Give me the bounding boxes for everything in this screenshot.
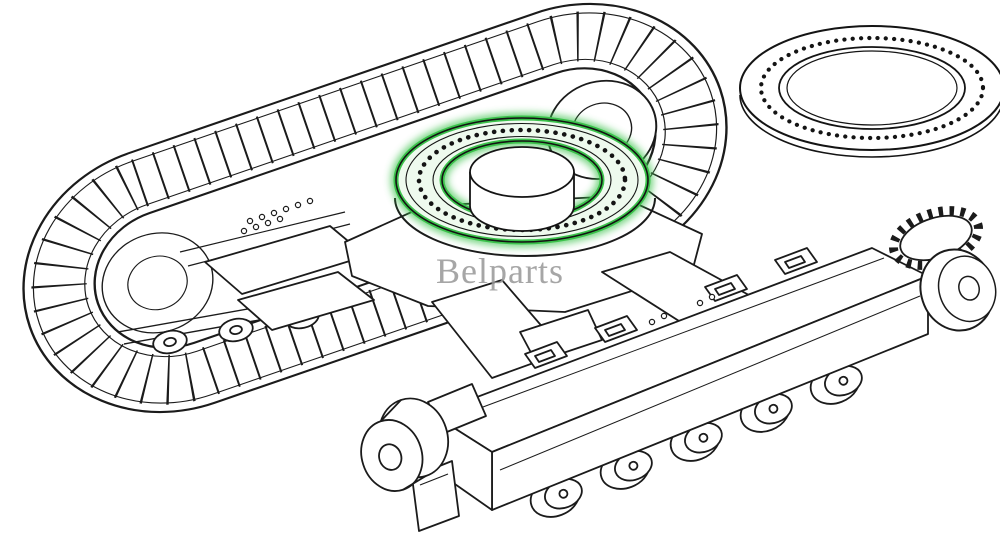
track-roller-axle [698, 432, 709, 443]
track-roller-axle [628, 460, 639, 471]
bolt [282, 205, 290, 213]
bolt [252, 223, 260, 231]
bracket-clamps [524, 247, 818, 369]
bracket-clamp-slot [534, 349, 556, 363]
front-idler [360, 397, 449, 492]
idler-hub [378, 443, 403, 471]
slew-ring-highlighted [391, 113, 653, 247]
spare-ring-outer-edge [739, 25, 1000, 151]
spare-ring-inner-step [786, 50, 958, 126]
bolt [264, 219, 272, 227]
mount-plate-slot [419, 473, 449, 486]
left-end-link-hub [127, 255, 188, 311]
bracket-clamp-slot [784, 255, 806, 269]
spare-ring-bolt-circle [758, 35, 986, 141]
bottom-rollers [152, 304, 320, 355]
bottom-roller-hub [163, 336, 177, 348]
bolt [270, 209, 278, 217]
bolt [240, 227, 248, 235]
bottom-roller-hub [229, 324, 243, 336]
bolt [246, 217, 254, 225]
track-roller-axle [558, 488, 569, 499]
center-cylinder-top [469, 146, 575, 198]
bolt [258, 213, 266, 221]
bolt [660, 312, 668, 320]
slew-ring-spare [739, 25, 1000, 158]
spare-ring-inner-edge [778, 46, 966, 130]
carbody-leg-left-bottom [237, 271, 375, 331]
track-roller-axle [838, 375, 849, 386]
bolt-row [240, 197, 314, 235]
bolt [648, 318, 656, 326]
bolt [708, 293, 716, 301]
bolt [306, 197, 314, 205]
side-frame [411, 247, 929, 532]
idler-tangent-lines [380, 399, 427, 491]
watermark-text: Belparts [436, 251, 564, 291]
track-roller-axle [768, 403, 779, 414]
side-frame-front-inner-line [499, 295, 921, 471]
beam-bolts [648, 293, 716, 326]
sprocket-hub [958, 275, 980, 301]
slew-ring-outer-edge [395, 117, 649, 243]
bolt [294, 201, 302, 209]
side-frame-top-inner-line [447, 257, 885, 421]
bracket-clamp-slot [604, 323, 626, 337]
drive-sprocket [888, 206, 997, 332]
slew-ring-outer-step [405, 122, 639, 238]
bracket-clamp-slot [714, 282, 736, 296]
bolt [696, 299, 704, 307]
slew-ring-base [394, 197, 656, 257]
spare-ring-thickness [739, 94, 1000, 158]
bolt [276, 215, 284, 223]
